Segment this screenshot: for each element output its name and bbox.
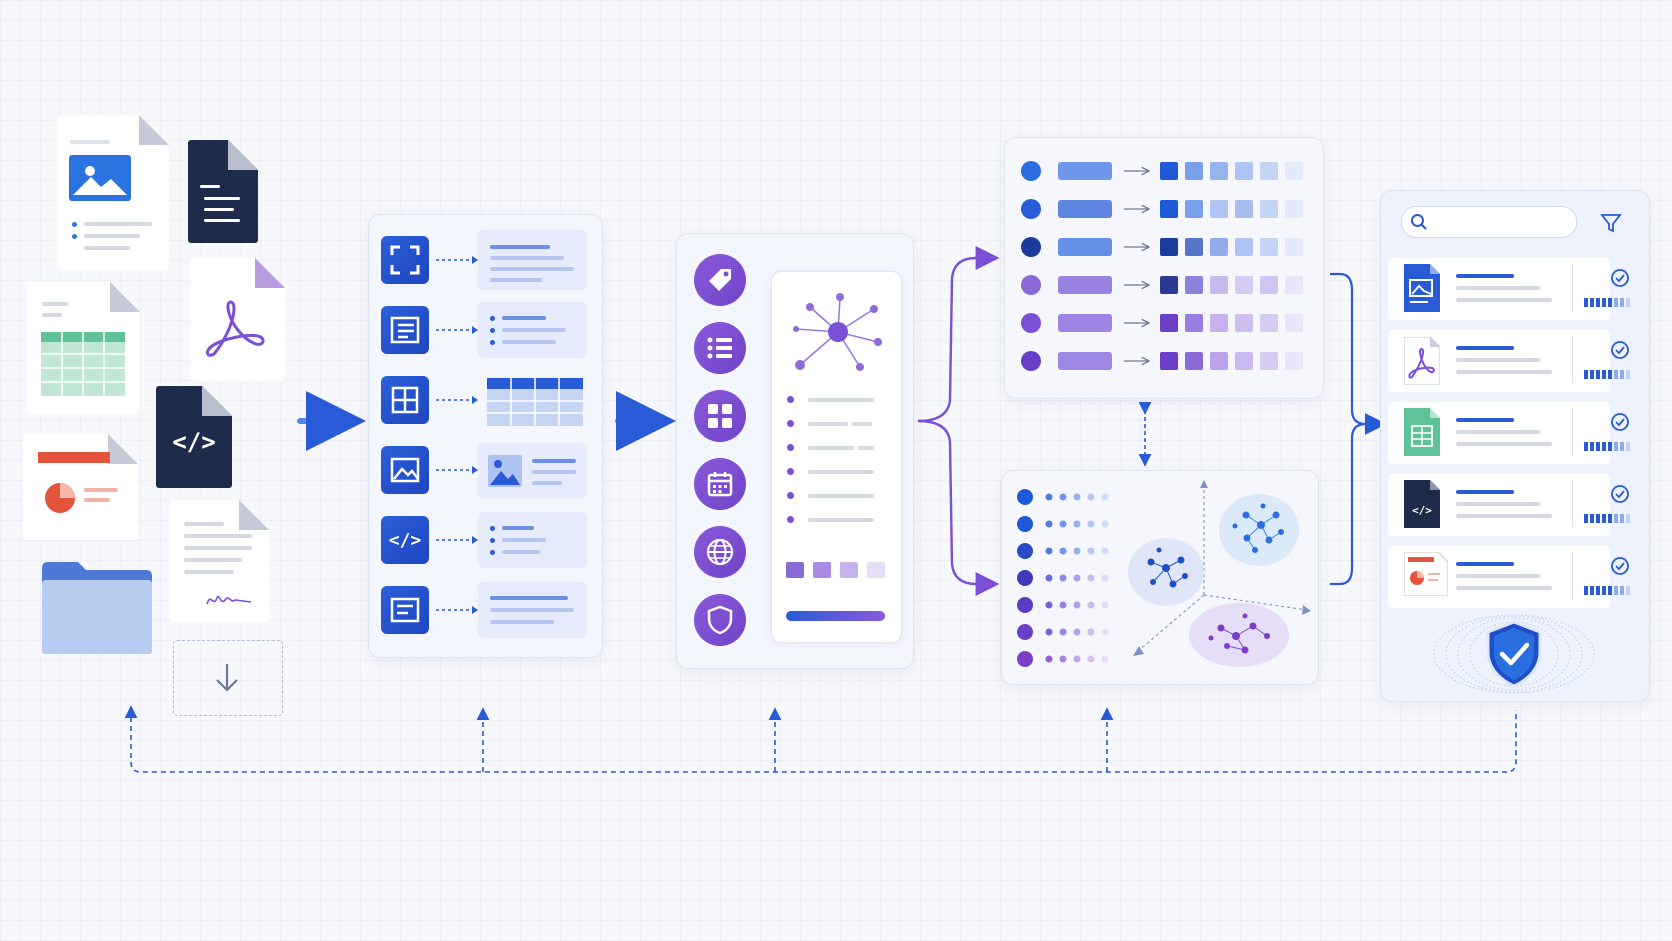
verified-shield-icon (1433, 614, 1595, 694)
download-dropzone[interactable] (173, 640, 283, 716)
pdf-doc-icon (1404, 337, 1440, 385)
progress-bar (786, 611, 885, 621)
spreadsheet-doc-icon (1404, 408, 1440, 456)
list-icon (694, 322, 746, 374)
merge-bracket (1330, 272, 1387, 435)
embedding-cluster-plot (1017, 480, 1311, 667)
folder-icon (42, 562, 152, 654)
code-icon: </> (381, 516, 429, 564)
network-icon (793, 293, 882, 371)
signature-icon (206, 595, 252, 605)
download-icon (216, 664, 238, 692)
split-bracket (917, 246, 1000, 423)
image-icon (381, 446, 429, 494)
calendar-icon (694, 458, 746, 510)
filter-icon[interactable] (1600, 212, 1622, 234)
category-icon (694, 390, 746, 442)
globe-icon (694, 526, 746, 578)
shield-icon (694, 594, 746, 646)
feedback-loop (130, 710, 1517, 773)
pdf-logo (206, 300, 265, 357)
image-doc-icon (1404, 264, 1440, 312)
text-block-icon (381, 586, 429, 634)
svg-text:</>: </> (1412, 504, 1432, 517)
search-bar[interactable] (1401, 206, 1577, 238)
table-icon (381, 376, 429, 424)
code-doc-icon: </> (1404, 480, 1440, 528)
relevance-score-bars (1584, 298, 1630, 595)
presentation-doc-icon (1404, 552, 1448, 596)
tag-icon (694, 254, 746, 306)
table-preview (487, 378, 583, 426)
scan-icon (381, 236, 429, 284)
search-icon (1411, 214, 1427, 230)
form-icon (381, 306, 429, 354)
